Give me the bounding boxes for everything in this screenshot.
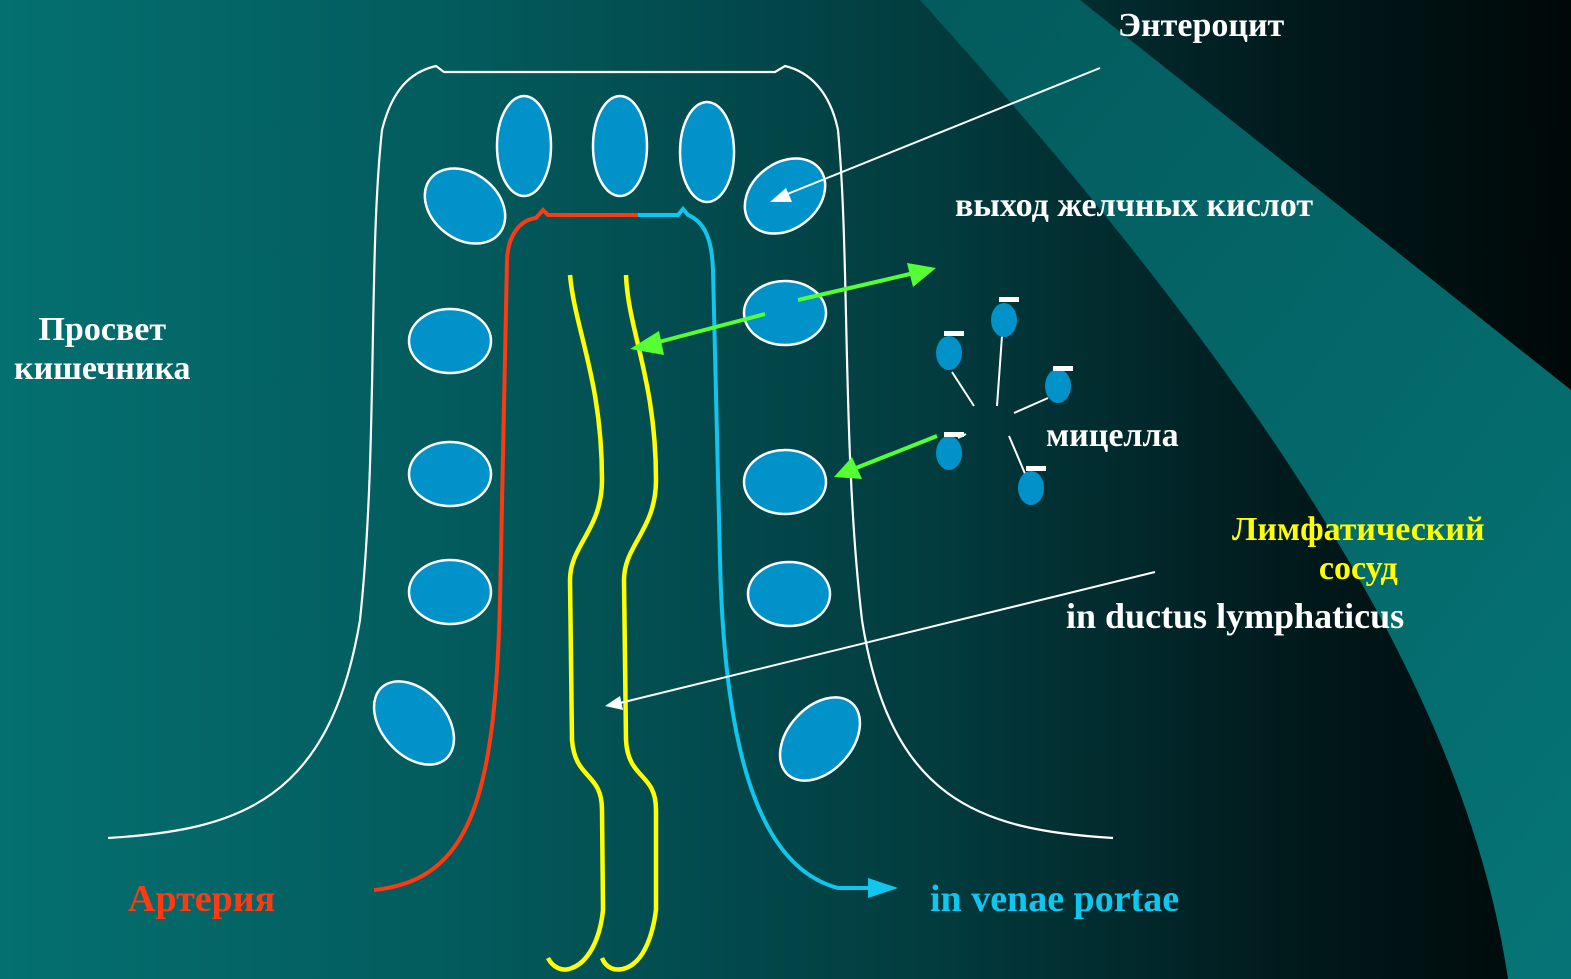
micelle-label: мицелла [1046, 416, 1179, 455]
lymph-vessel-right-wall [602, 275, 656, 970]
arrow-to-bile-exit-head [907, 263, 936, 287]
micelle-tail [1014, 398, 1048, 413]
cell-nucleus [744, 281, 826, 345]
ductus-lymphaticus-label: in ductus lymphaticus [1066, 596, 1404, 637]
arrow-to-bile-exit [798, 274, 910, 300]
cell-nucleus [409, 442, 491, 506]
cell-nucleus [409, 309, 491, 373]
micelle-tail [997, 336, 1002, 406]
ductus-pointer-head [605, 696, 623, 710]
bile-acid-exit-label: выход желчных кислот [955, 186, 1313, 225]
portal-vein-label: in venae portae [930, 878, 1179, 922]
intestinal-lumen-label: Просвет кишечника [14, 310, 191, 388]
enterocyte-label: Энтероцит [1118, 6, 1284, 45]
bile-acid-head [936, 336, 962, 370]
lumen-label-line2: кишечника [14, 349, 191, 388]
cell-nucleus [680, 102, 734, 202]
negative-charge-sign [999, 297, 1019, 302]
negative-charge-sign [1053, 366, 1073, 371]
bile-acid-head [936, 436, 962, 470]
cell-nucleus [764, 682, 876, 796]
negative-charge-sign [1026, 466, 1046, 471]
cell-nucleus [358, 666, 470, 780]
portal-vein-arrowhead [868, 878, 898, 898]
lymph-label-line2: сосуд [1232, 549, 1485, 588]
micelle-tail [952, 372, 974, 406]
lymph-vessel-left-wall [548, 275, 603, 970]
artery-label: Артерия [128, 878, 275, 922]
micelle-tail [1009, 436, 1026, 476]
ductus-pointer [605, 572, 1155, 710]
bile-acid-head [1045, 369, 1071, 403]
cell-nucleus [593, 96, 647, 196]
micelle [936, 297, 1073, 505]
lymph-label-line1: Лимфатический [1232, 510, 1485, 549]
cell-nucleus [744, 450, 826, 514]
cell-nucleus [409, 560, 491, 624]
cell-nucleus [497, 96, 551, 196]
nuclei-group [358, 96, 876, 796]
cell-nucleus [748, 562, 830, 626]
bile-acid-head [1018, 471, 1044, 505]
negative-charge-sign [944, 432, 964, 437]
lymphatic-vessel-label: Лимфатический сосуд [1232, 510, 1485, 588]
lumen-label-line1: Просвет [14, 310, 191, 349]
bile-acid-head [991, 303, 1017, 337]
negative-charge-sign [944, 331, 964, 336]
